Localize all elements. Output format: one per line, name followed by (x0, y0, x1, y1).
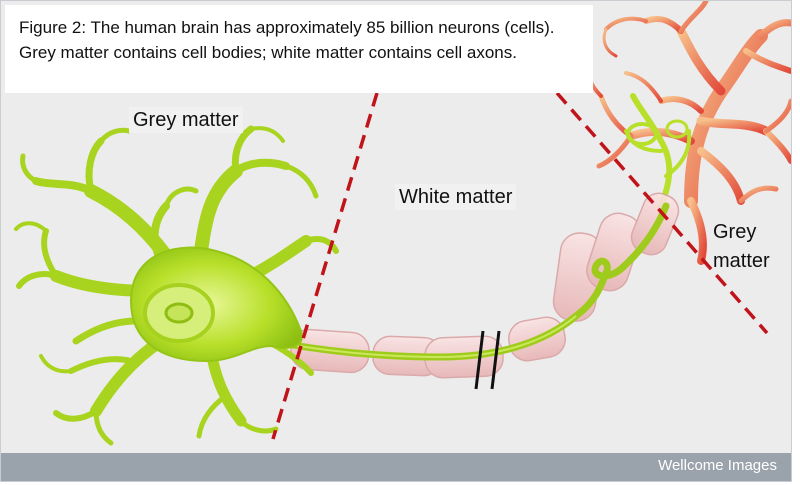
axon-break-marks (474, 330, 501, 390)
credit-bar: Wellcome Images (1, 453, 791, 481)
label-white-matter: White matter (395, 184, 517, 210)
target-neuron-dendrites (587, 1, 791, 265)
label-grey-matter-right: Grey matter (713, 218, 787, 276)
figure-caption: Figure 2: The human brain has approximat… (19, 18, 555, 62)
divider-left (271, 92, 379, 440)
label-grey-matter-left: Grey matter (129, 107, 243, 133)
label-grey-matter-right-line2: matter (713, 250, 770, 272)
cell-body (129, 246, 303, 363)
nucleolus (164, 302, 194, 324)
caption-box: Figure 2: The human brain has approximat… (5, 5, 593, 93)
axon-terminals (624, 93, 692, 209)
image-credit: Wellcome Images (658, 457, 777, 474)
divider-right (555, 91, 769, 335)
neuron-illustration (14, 1, 791, 446)
label-grey-matter-right-line1: Grey (713, 221, 757, 243)
